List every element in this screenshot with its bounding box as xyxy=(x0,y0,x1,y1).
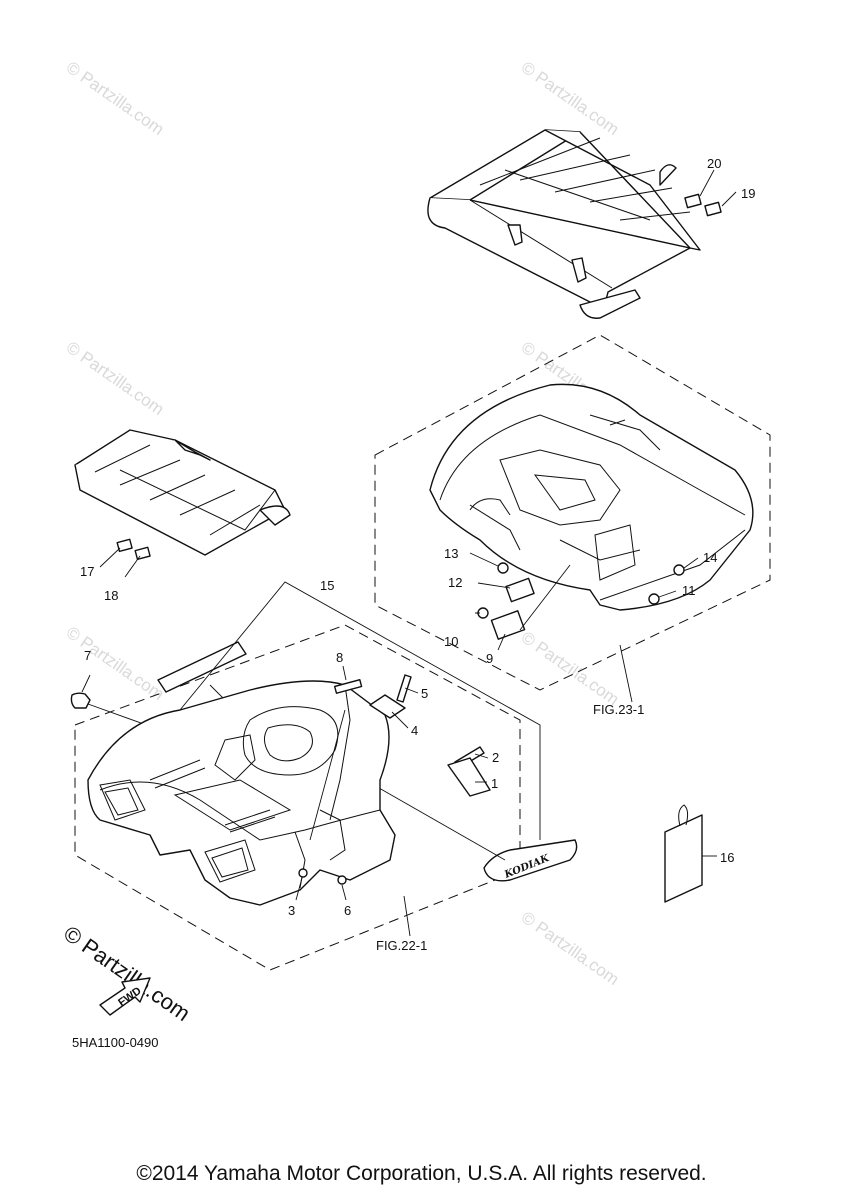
diagram-code: 5HA1100-0490 xyxy=(72,1035,159,1050)
part-14-washer xyxy=(673,564,685,576)
watermark-6: © Partzilla.com xyxy=(518,628,623,709)
callout-8: 8 xyxy=(336,650,343,665)
fig-ref-front: FIG.22-1 xyxy=(376,938,427,953)
fig-ref-rear: FIG.23-1 xyxy=(593,702,644,717)
watermark-2: © Partzilla.com xyxy=(518,58,623,139)
partzilla-logo-text: © Partzilla.com xyxy=(59,921,195,1027)
rear-fender-group-outline xyxy=(374,334,771,691)
fwd-arrow: FWD xyxy=(99,977,151,1016)
part-9-plate xyxy=(490,610,526,640)
callout-10: 10 xyxy=(444,634,458,649)
part-12-plate xyxy=(505,577,535,603)
callout-7: 7 xyxy=(84,648,91,663)
watermark-5: © Partzilla.com xyxy=(63,623,168,704)
callout-17: 17 xyxy=(80,564,94,579)
decal-15 xyxy=(157,641,247,693)
decal-18 xyxy=(134,546,151,561)
callout-5: 5 xyxy=(421,686,428,701)
callout-18: 18 xyxy=(104,588,118,603)
callout-13: 13 xyxy=(444,546,458,561)
part-11-washer xyxy=(648,593,660,605)
part-13-clip xyxy=(497,562,509,574)
front-fender xyxy=(87,680,396,906)
part-16-label xyxy=(664,804,703,903)
callout-14: 14 xyxy=(703,550,717,565)
callout-2: 2 xyxy=(492,750,499,765)
decal-19 xyxy=(704,201,722,217)
front-carrier xyxy=(74,429,291,556)
callout-12: 12 xyxy=(448,575,462,590)
part-7-badge xyxy=(70,692,91,709)
callout-20: 20 xyxy=(707,156,721,171)
callout-6: 6 xyxy=(344,903,351,918)
partzilla-logo: © Partzilla.com xyxy=(59,921,195,1027)
callout-1: 1 xyxy=(491,776,498,791)
callout-16: 16 xyxy=(720,850,734,865)
kodiak-decal: KODIAK xyxy=(483,839,578,882)
part-5-rivet xyxy=(396,674,412,703)
part-4-grommet xyxy=(369,694,406,719)
callout-15: 15 xyxy=(320,578,334,593)
watermark-7: © Partzilla.com xyxy=(518,908,623,989)
watermark-1: © Partzilla.com xyxy=(63,58,168,139)
decal-17 xyxy=(116,538,133,553)
callout-3: 3 xyxy=(288,903,295,918)
rear-fender xyxy=(429,383,754,611)
part-3-nut xyxy=(298,868,308,878)
callout-11: 11 xyxy=(682,583,696,598)
part-1-grommet xyxy=(447,757,491,797)
callout-4: 4 xyxy=(411,723,418,738)
part-6-nut xyxy=(337,875,347,885)
rear-carrier xyxy=(427,129,701,319)
callout-19: 19 xyxy=(741,186,755,201)
watermark-3: © Partzilla.com xyxy=(63,338,168,419)
callout-9: 9 xyxy=(486,651,493,666)
decal-8 xyxy=(333,679,363,694)
decal-20 xyxy=(684,193,702,209)
copyright-footer: ©2014 Yamaha Motor Corporation, U.S.A. A… xyxy=(136,1162,707,1185)
